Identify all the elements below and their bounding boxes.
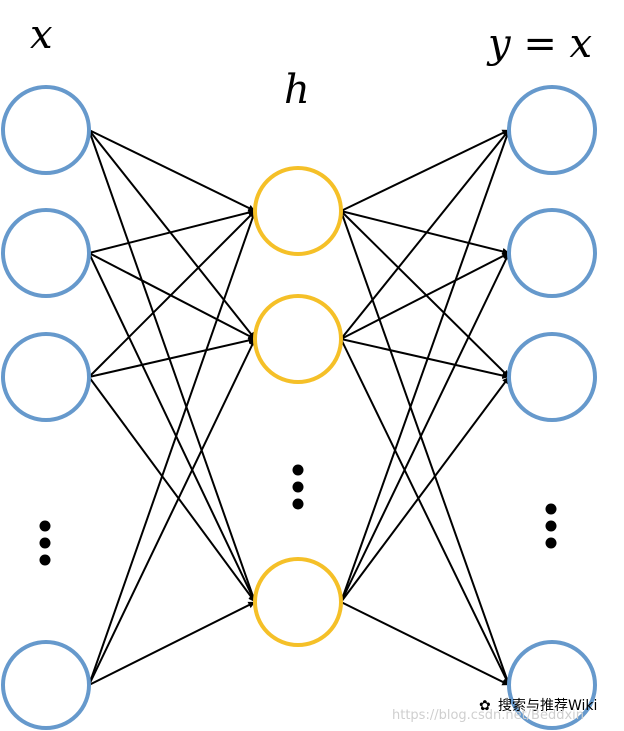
edge-hidden-0-output-2 — [340, 210, 510, 378]
watermark-brand: 搜索与推荐Wiki — [498, 697, 597, 714]
edge-hidden-1-output-0 — [340, 129, 510, 340]
edge-hidden-1-output-3 — [340, 338, 510, 686]
edge-hidden-1-output-1 — [340, 252, 510, 340]
output-layer-label: y = x — [486, 21, 592, 67]
output-node-3 — [507, 640, 597, 730]
connection-edges — [88, 129, 511, 686]
ellipsis-dots — [39, 464, 557, 566]
output-ellipsis-dot-1 — [545, 520, 557, 532]
hidden-ellipsis-dot-0 — [292, 464, 304, 476]
output-node-2 — [507, 332, 597, 422]
output-node-0 — [507, 85, 597, 175]
edge-input-2-hidden-2 — [88, 376, 256, 603]
edge-input-3-hidden-0 — [88, 210, 257, 686]
network-nodes — [1, 85, 597, 730]
edge-input-3-hidden-2 — [88, 601, 256, 686]
watermark-url: https://blog.csdn.net/Beddxin — [392, 708, 584, 723]
hidden-layer-label: h — [284, 67, 310, 113]
edge-hidden-0-output-1 — [340, 210, 510, 255]
edge-input-2-hidden-0 — [88, 210, 256, 378]
edge-input-1-hidden-2 — [88, 252, 256, 603]
input-node-3 — [1, 640, 91, 730]
edge-input-1-hidden-0 — [88, 209, 256, 254]
hidden-node-0 — [253, 166, 343, 256]
hidden-ellipsis-dot-2 — [292, 498, 304, 510]
input-ellipsis-dot-2 — [39, 554, 51, 566]
edge-input-3-hidden-1 — [88, 338, 256, 686]
edge-input-1-hidden-1 — [88, 252, 256, 340]
output-ellipsis-dot-0 — [545, 503, 557, 515]
wechat-icon: ✿ — [479, 698, 491, 714]
input-layer-label: x — [30, 12, 53, 58]
input-ellipsis-dot-0 — [39, 520, 51, 532]
input-node-1 — [1, 208, 91, 298]
edge-input-0-hidden-0 — [88, 129, 256, 212]
input-node-2 — [1, 332, 91, 422]
edge-hidden-2-output-2 — [340, 376, 510, 603]
edge-hidden-1-output-2 — [340, 338, 510, 379]
edge-hidden-2-output-1 — [340, 252, 510, 603]
output-node-1 — [507, 208, 597, 298]
edge-hidden-2-output-3 — [340, 601, 510, 686]
hidden-node-1 — [253, 294, 343, 384]
edge-hidden-0-output-3 — [340, 210, 511, 686]
edge-input-2-hidden-1 — [88, 337, 256, 378]
edge-hidden-2-output-0 — [340, 129, 511, 603]
output-ellipsis-dot-2 — [545, 537, 557, 549]
edge-hidden-0-output-0 — [340, 129, 510, 212]
hidden-node-2 — [253, 557, 343, 647]
edge-input-0-hidden-1 — [88, 129, 256, 340]
input-node-0 — [1, 85, 91, 175]
watermark: ✿ 搜索与推荐Wiki https://blog.csdn.net/Beddxi… — [392, 697, 597, 723]
hidden-ellipsis-dot-1 — [292, 481, 304, 493]
input-ellipsis-dot-1 — [39, 537, 51, 549]
edge-input-0-hidden-2 — [88, 129, 257, 603]
